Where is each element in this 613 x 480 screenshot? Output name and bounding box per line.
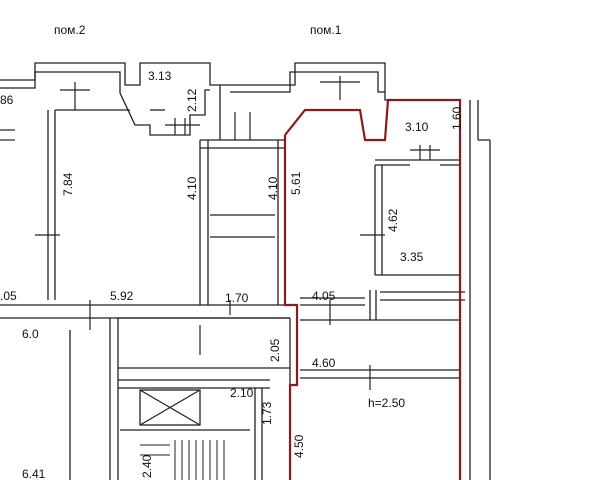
dim-4-60: 4.60 (312, 356, 336, 370)
elevator-shaft (139, 389, 201, 426)
dim-5-61: 5.61 (289, 171, 303, 195)
dim-1-70: 1.70 (225, 291, 249, 305)
highlighted-unit-outline (283, 98, 462, 480)
dim-1-60: 1.60 (450, 106, 464, 130)
dim-3-13: 3.13 (148, 69, 172, 83)
dim-05: .05 (0, 289, 17, 303)
dim-6-41: 6.41 (22, 467, 46, 480)
room-header-pom2: пом.2 (54, 23, 86, 37)
dim-3-35: 3.35 (400, 250, 424, 264)
stairs (140, 440, 225, 480)
dim-7-84: 7.84 (61, 172, 75, 196)
dim-4-05: 4.05 (312, 289, 336, 303)
dim-2-05: 2.05 (268, 338, 282, 362)
dim-4-50: 4.50 (292, 434, 306, 458)
dim-2-40: 2.40 (140, 454, 154, 478)
dim-3-10: 3.10 (405, 120, 429, 134)
dim-4-62: 4.62 (386, 208, 400, 232)
walls (0, 62, 491, 480)
dim-5-92: 5.92 (110, 289, 134, 303)
room-header-pom1: пом.1 (310, 23, 342, 37)
dim-2-12: 2.12 (185, 88, 199, 112)
dim-6-0: 6.0 (22, 327, 39, 341)
door-ticks (0, 76, 440, 390)
dim-1-73: 1.73 (260, 401, 274, 425)
dim-4-10-right: 4.10 (266, 176, 280, 200)
dim-2-10: 2.10 (230, 386, 254, 400)
dim-86: 86 (0, 93, 14, 107)
dim-4-10-left: 4.10 (185, 176, 199, 200)
dim-ceiling-height: h=2.50 (368, 396, 405, 410)
